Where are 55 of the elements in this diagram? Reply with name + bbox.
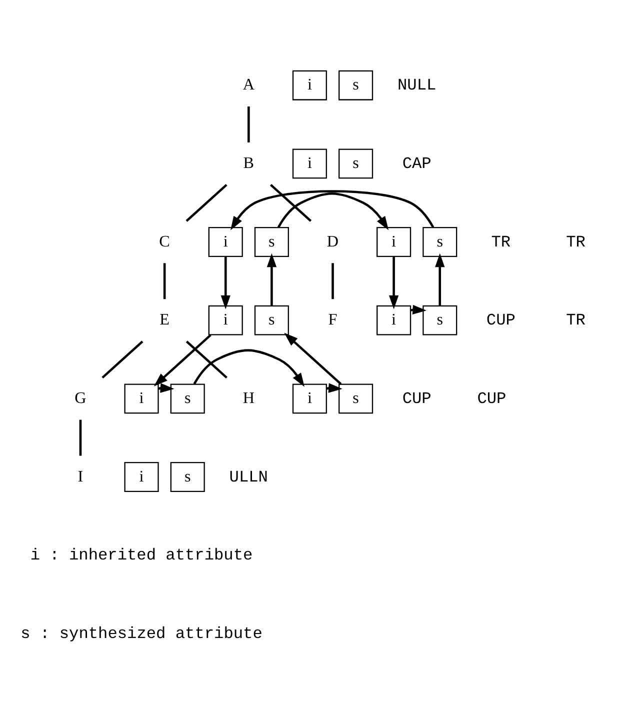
label: CAP — [402, 154, 432, 172]
node-box: s — [170, 462, 205, 492]
connector — [270, 183, 312, 222]
arrow — [435, 252, 445, 306]
arrow — [388, 256, 399, 309]
label: CUP — [402, 389, 432, 408]
label: s : synthesized attribute — [20, 624, 262, 642]
node-box: i — [124, 462, 159, 492]
node-box: i — [376, 304, 412, 335]
node-text: I — [78, 468, 84, 485]
node-box: i — [376, 226, 412, 256]
arrow — [277, 192, 389, 230]
node-box: s — [338, 148, 374, 178]
label: NULL — [398, 76, 436, 94]
node-box: i — [292, 148, 327, 178]
label: TR — [566, 311, 586, 330]
node-box: i — [208, 304, 243, 335]
node-text: D — [326, 232, 339, 250]
arrow — [154, 334, 212, 386]
connector — [332, 262, 334, 299]
arrow — [220, 256, 230, 309]
node-text: C — [159, 232, 170, 250]
arrow — [266, 252, 277, 306]
label: i : inherited attribute — [30, 546, 253, 564]
arrow — [230, 190, 434, 230]
node-text: E — [160, 311, 170, 328]
label: TR — [491, 232, 511, 251]
node-text: F — [328, 311, 338, 328]
node-box: i — [292, 70, 327, 100]
node-text: H — [242, 389, 254, 406]
connector — [248, 106, 250, 142]
node-box: s — [338, 383, 374, 414]
node-box: i — [124, 383, 159, 414]
node-box: s — [254, 304, 289, 335]
label: CUP — [486, 311, 516, 330]
node-text: A — [242, 76, 254, 94]
connector — [79, 419, 82, 456]
label: ULLN — [229, 468, 268, 486]
node-box: s — [170, 383, 205, 414]
node-box: i — [292, 383, 327, 414]
node-text: B — [243, 154, 254, 172]
connector — [102, 340, 144, 378]
node-box: s — [422, 304, 458, 335]
label: TR — [566, 232, 586, 251]
label: CUP — [477, 389, 506, 408]
node-text: G — [74, 389, 86, 406]
node-box: i — [208, 226, 243, 256]
node-box: s — [422, 226, 458, 256]
connector — [186, 340, 228, 378]
node-box: s — [338, 70, 374, 100]
arrow — [284, 332, 342, 384]
connector — [163, 262, 166, 299]
arrow — [193, 348, 304, 386]
connector — [186, 183, 228, 222]
node-box: s — [254, 226, 289, 256]
